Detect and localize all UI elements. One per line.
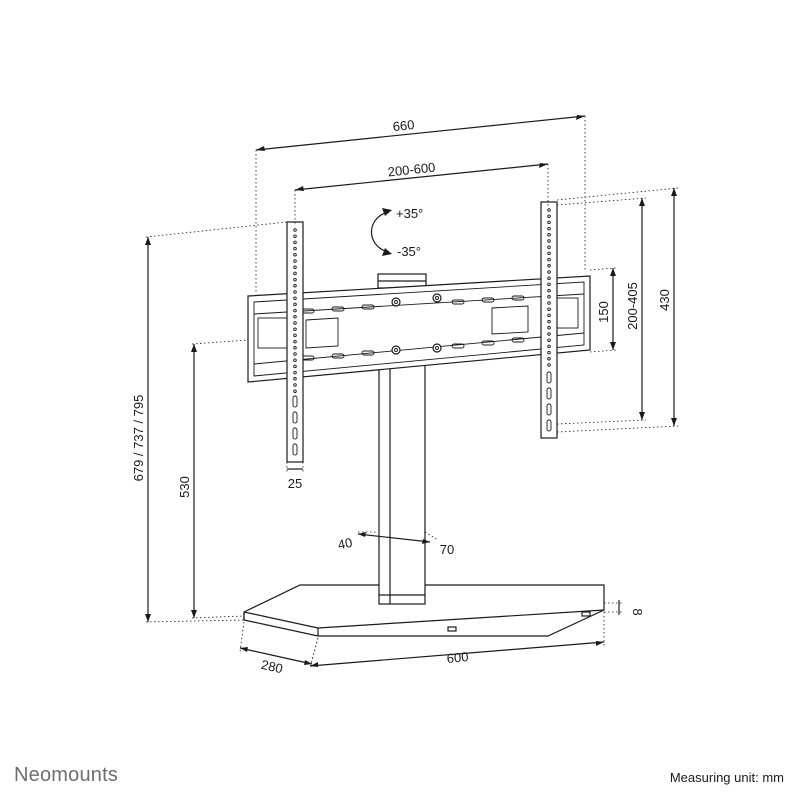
arm-hole xyxy=(293,271,297,276)
base-plate xyxy=(243,584,605,637)
arm-hole xyxy=(547,288,551,293)
dim-label-vesa-vertical: 200-405 xyxy=(625,282,640,330)
arm-hole xyxy=(293,284,297,288)
brand-logo: Neomounts xyxy=(14,764,119,786)
right-vertical-arm xyxy=(540,201,558,439)
arm-hole xyxy=(293,370,297,375)
arm-hole xyxy=(547,264,551,268)
arm-slot xyxy=(292,411,298,424)
arm-slot xyxy=(546,371,552,384)
arm-hole xyxy=(547,338,551,342)
arm-hole xyxy=(293,377,297,381)
dim-label-arm-width: 25 xyxy=(288,476,302,491)
arm-hole xyxy=(293,308,297,313)
arm-hole xyxy=(293,277,297,282)
dim-label-tilt-down: -35° xyxy=(397,244,421,259)
dim-label-base-thickness: 8 xyxy=(630,608,645,615)
arm-slot xyxy=(546,387,552,400)
arm-hole xyxy=(293,389,297,393)
arm-hole xyxy=(293,364,297,369)
arm-hole xyxy=(293,290,297,294)
dim-base-width: 600 xyxy=(309,612,605,669)
dim-total-height: 679 / 737 / 795 xyxy=(131,221,288,623)
column xyxy=(378,359,426,605)
dim-label-vesa-horizontal: 200-600 xyxy=(387,160,436,180)
arm-hole xyxy=(293,358,297,362)
arm-hole xyxy=(547,282,551,287)
dim-label-arm-height: 430 xyxy=(657,289,672,311)
dim-vesa-horizontal: 200-600 xyxy=(294,160,549,226)
arm-hole xyxy=(547,257,551,262)
dim-label-overall-width: 660 xyxy=(392,117,415,134)
arm-hole xyxy=(293,315,297,319)
arm-hole xyxy=(293,321,297,325)
dim-label-mount-height: 530 xyxy=(177,476,192,498)
arm-hole xyxy=(293,346,297,350)
arm-hole xyxy=(547,239,551,243)
arm-hole xyxy=(293,352,297,356)
dim-plate-height: 150 xyxy=(589,267,617,353)
arm-hole xyxy=(547,350,551,355)
bolt-icon xyxy=(391,293,442,355)
arm-hole xyxy=(293,339,297,344)
dim-label-plate-height: 150 xyxy=(596,301,611,323)
arm-hole xyxy=(293,240,297,245)
arm-hole xyxy=(547,344,551,349)
arm-hole xyxy=(547,208,551,212)
arm-hole xyxy=(547,270,551,274)
arm-hole xyxy=(547,233,551,237)
arm-hole xyxy=(547,245,551,249)
arm-hole xyxy=(293,234,297,238)
arm-hole xyxy=(547,226,551,231)
arm-hole xyxy=(547,220,551,225)
mounting-plate xyxy=(247,275,591,383)
arm-hole xyxy=(547,313,551,318)
arm-hole xyxy=(293,246,297,251)
arm-hole xyxy=(547,276,551,280)
dim-arm-width: 25 xyxy=(286,462,304,491)
arm-hole xyxy=(293,265,297,269)
arm-hole xyxy=(547,301,551,305)
arm-hole xyxy=(547,214,551,218)
arm-hole xyxy=(293,296,297,300)
dim-label-base-depth: 280 xyxy=(260,657,285,676)
arm-hole xyxy=(547,319,551,324)
arm-slot xyxy=(292,395,298,408)
dim-label-base-width: 600 xyxy=(446,649,469,666)
dim-label-column-offset-right: 70 xyxy=(440,542,454,557)
arm-hole xyxy=(293,333,297,338)
measuring-unit-note: Measuring unit: mm xyxy=(669,770,784,785)
arm-hole xyxy=(547,363,551,367)
arm-hole xyxy=(547,357,551,361)
dim-vesa-vertical: 200-405 xyxy=(556,197,647,425)
arm-slot xyxy=(292,427,298,440)
arm-slot xyxy=(546,419,552,432)
arm-hole xyxy=(293,383,297,387)
dim-label-column-offset-left: 40 xyxy=(336,535,353,553)
dim-base-thickness: 8 xyxy=(604,600,645,616)
arm-hole xyxy=(293,228,297,232)
dim-mount-height: 530 xyxy=(177,339,249,619)
dim-label-tilt-up: +35° xyxy=(396,206,423,221)
arm-hole xyxy=(547,295,551,299)
left-vertical-arm xyxy=(286,221,304,463)
arm-hole xyxy=(547,251,551,256)
arm-hole xyxy=(547,326,551,330)
arm-hole xyxy=(293,302,297,307)
dim-label-total-height: 679 / 737 / 795 xyxy=(131,395,146,482)
arm-hole xyxy=(547,307,551,311)
dim-arm-height: 430 xyxy=(556,187,679,433)
tilt-arrow-icon: +35° -35° xyxy=(371,206,423,259)
arm-slot xyxy=(292,443,298,456)
dim-column-offset: 40 70 xyxy=(336,531,454,557)
arm-hole xyxy=(547,332,551,336)
dim-overall-width: 660 xyxy=(255,115,586,292)
arm-hole xyxy=(293,259,297,263)
arm-hole xyxy=(293,253,297,257)
arm-slot xyxy=(546,403,552,416)
dim-base-depth: 280 xyxy=(239,621,319,676)
arm-hole xyxy=(293,327,297,331)
